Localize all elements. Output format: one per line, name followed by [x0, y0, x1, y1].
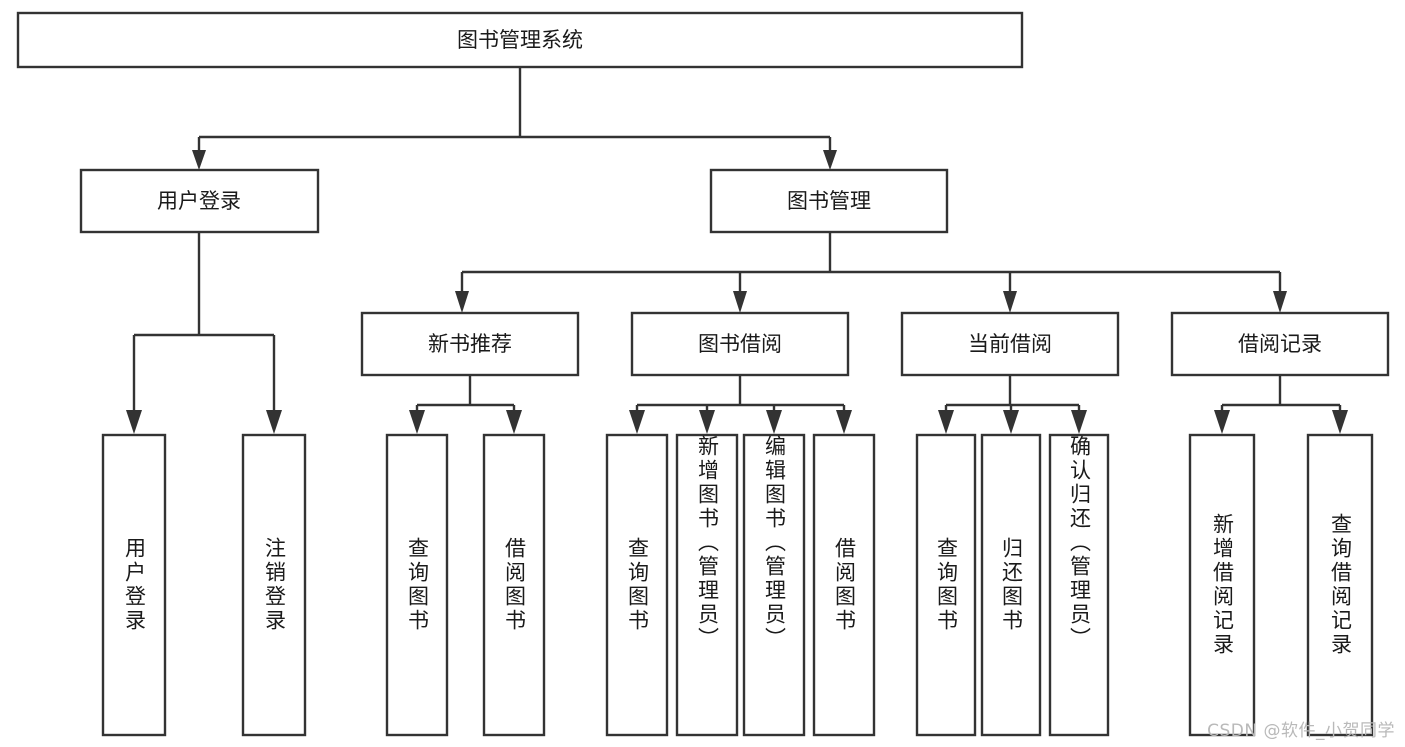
leaf-confirm-return-box[interactable] — [1048, 433, 1110, 737]
arrow-leaf-return-book — [1003, 410, 1019, 434]
arrow-leaf-query-book-3 — [938, 410, 954, 434]
arrow-leaf-add-record — [1214, 410, 1230, 434]
arrow-leaf-borrow-book-1 — [506, 410, 522, 434]
arrow-to-book-borrow — [733, 291, 747, 313]
arrow-leaf-query-book-2 — [629, 410, 645, 434]
node-book-borrow-box[interactable] — [630, 311, 850, 377]
leaf-edit-book-box[interactable] — [742, 433, 806, 737]
leaf-query-book-2-box[interactable] — [605, 433, 669, 737]
node-book-manage[interactable]: 图书管理 — [709, 168, 949, 234]
node-borrow-record-box[interactable] — [1170, 311, 1390, 377]
node-root-box[interactable] — [16, 11, 1024, 69]
arrow-leaf-borrow-book-2 — [836, 410, 852, 434]
leaf-query-book-1-box[interactable] — [385, 433, 449, 737]
node-borrow-record[interactable]: 借阅记录 — [1170, 311, 1390, 377]
node-root-label: 图书管理系统 — [457, 28, 583, 52]
node-user-login-box[interactable] — [79, 168, 320, 234]
arrow-leaf-logout — [266, 410, 282, 434]
node-current-borrow-label: 当前借阅 — [968, 332, 1052, 356]
node-user-login-label: 用户登录 — [157, 189, 241, 213]
leaf-add-book-box[interactable] — [675, 433, 739, 737]
node-book-borrow-label: 图书借阅 — [698, 332, 782, 356]
arrow-to-user-login — [192, 150, 206, 170]
node-current-borrow-box[interactable] — [900, 311, 1120, 377]
node-new-book-rec-label: 新书推荐 — [428, 332, 512, 356]
arrow-to-borrow-record — [1273, 291, 1287, 313]
leaf-return-book-box[interactable] — [980, 433, 1042, 737]
node-new-book-rec[interactable]: 新书推荐 — [360, 311, 580, 377]
node-book-manage-box[interactable] — [709, 168, 949, 234]
connector-layer — [126, 67, 1348, 434]
leaf-user-login-box[interactable] — [101, 433, 167, 737]
node-root[interactable]: 图书管理系统 — [16, 11, 1024, 69]
leaf-add-record-box[interactable] — [1188, 433, 1256, 737]
node-borrow-record-label: 借阅记录 — [1238, 332, 1322, 356]
node-book-borrow[interactable]: 图书借阅 — [630, 311, 850, 377]
arrow-to-current-borrow — [1003, 291, 1017, 313]
leaf-query-book-3-box[interactable] — [915, 433, 977, 737]
arrow-leaf-edit-book — [766, 410, 782, 434]
arrow-leaf-query-record — [1332, 410, 1348, 434]
arrow-leaf-add-book — [699, 410, 715, 434]
leaf-query-record-box[interactable] — [1306, 433, 1374, 737]
arrow-to-new-book-rec — [455, 291, 469, 313]
node-user-login[interactable]: 用户登录 — [79, 168, 320, 234]
leaf-borrow-book-1-box[interactable] — [482, 433, 546, 737]
arrow-leaf-user-login — [126, 410, 142, 434]
arrow-to-book-manage — [823, 150, 837, 170]
node-current-borrow[interactable]: 当前借阅 — [900, 311, 1120, 377]
node-new-book-rec-box[interactable] — [360, 311, 580, 377]
leaf-logout-box[interactable] — [241, 433, 307, 737]
arrow-leaf-query-book-1 — [409, 410, 425, 434]
node-book-manage-label: 图书管理 — [787, 189, 871, 213]
leaf-borrow-book-2-box[interactable] — [812, 433, 876, 737]
arrow-leaf-confirm-return — [1071, 410, 1087, 434]
node-layer: 图书管理系统 用户登录 图书管理 新书推荐 图书借阅 当前 — [16, 11, 1390, 737]
